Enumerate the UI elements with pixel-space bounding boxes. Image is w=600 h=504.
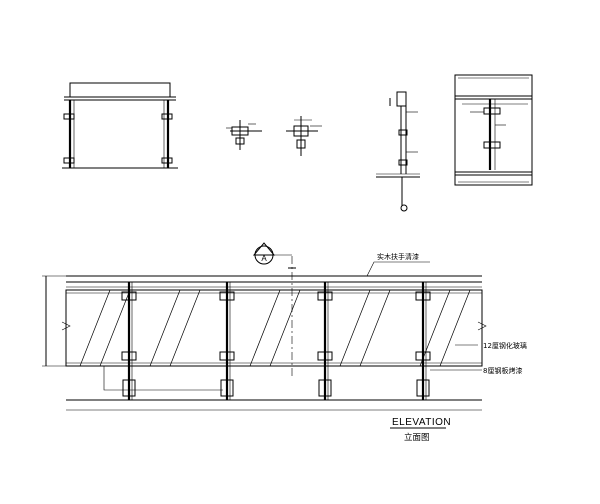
elevation-title: ELEVATION	[392, 417, 451, 428]
handrail-label: 实木扶手清漆	[377, 252, 419, 261]
post-3	[317, 282, 333, 400]
post-enlarged-detail	[454, 74, 533, 186]
post-1	[121, 282, 137, 400]
post-4	[415, 282, 431, 400]
fixing-detail-right	[286, 116, 322, 156]
section-marker: A	[252, 242, 292, 265]
section-marker-label: A	[261, 254, 267, 263]
fixing-detail-left	[226, 120, 262, 150]
side-section-detail	[376, 91, 420, 212]
glass-label: 12厘钢化玻璃	[483, 341, 527, 350]
post-2	[219, 282, 235, 400]
glass-hatch	[79, 289, 471, 367]
post-label: 8厘钢板烤漆	[483, 366, 522, 375]
elevation-title-cn: 立面图	[404, 432, 430, 443]
railing-frame-detail	[62, 82, 178, 169]
elevation-drawing: A	[42, 242, 487, 411]
